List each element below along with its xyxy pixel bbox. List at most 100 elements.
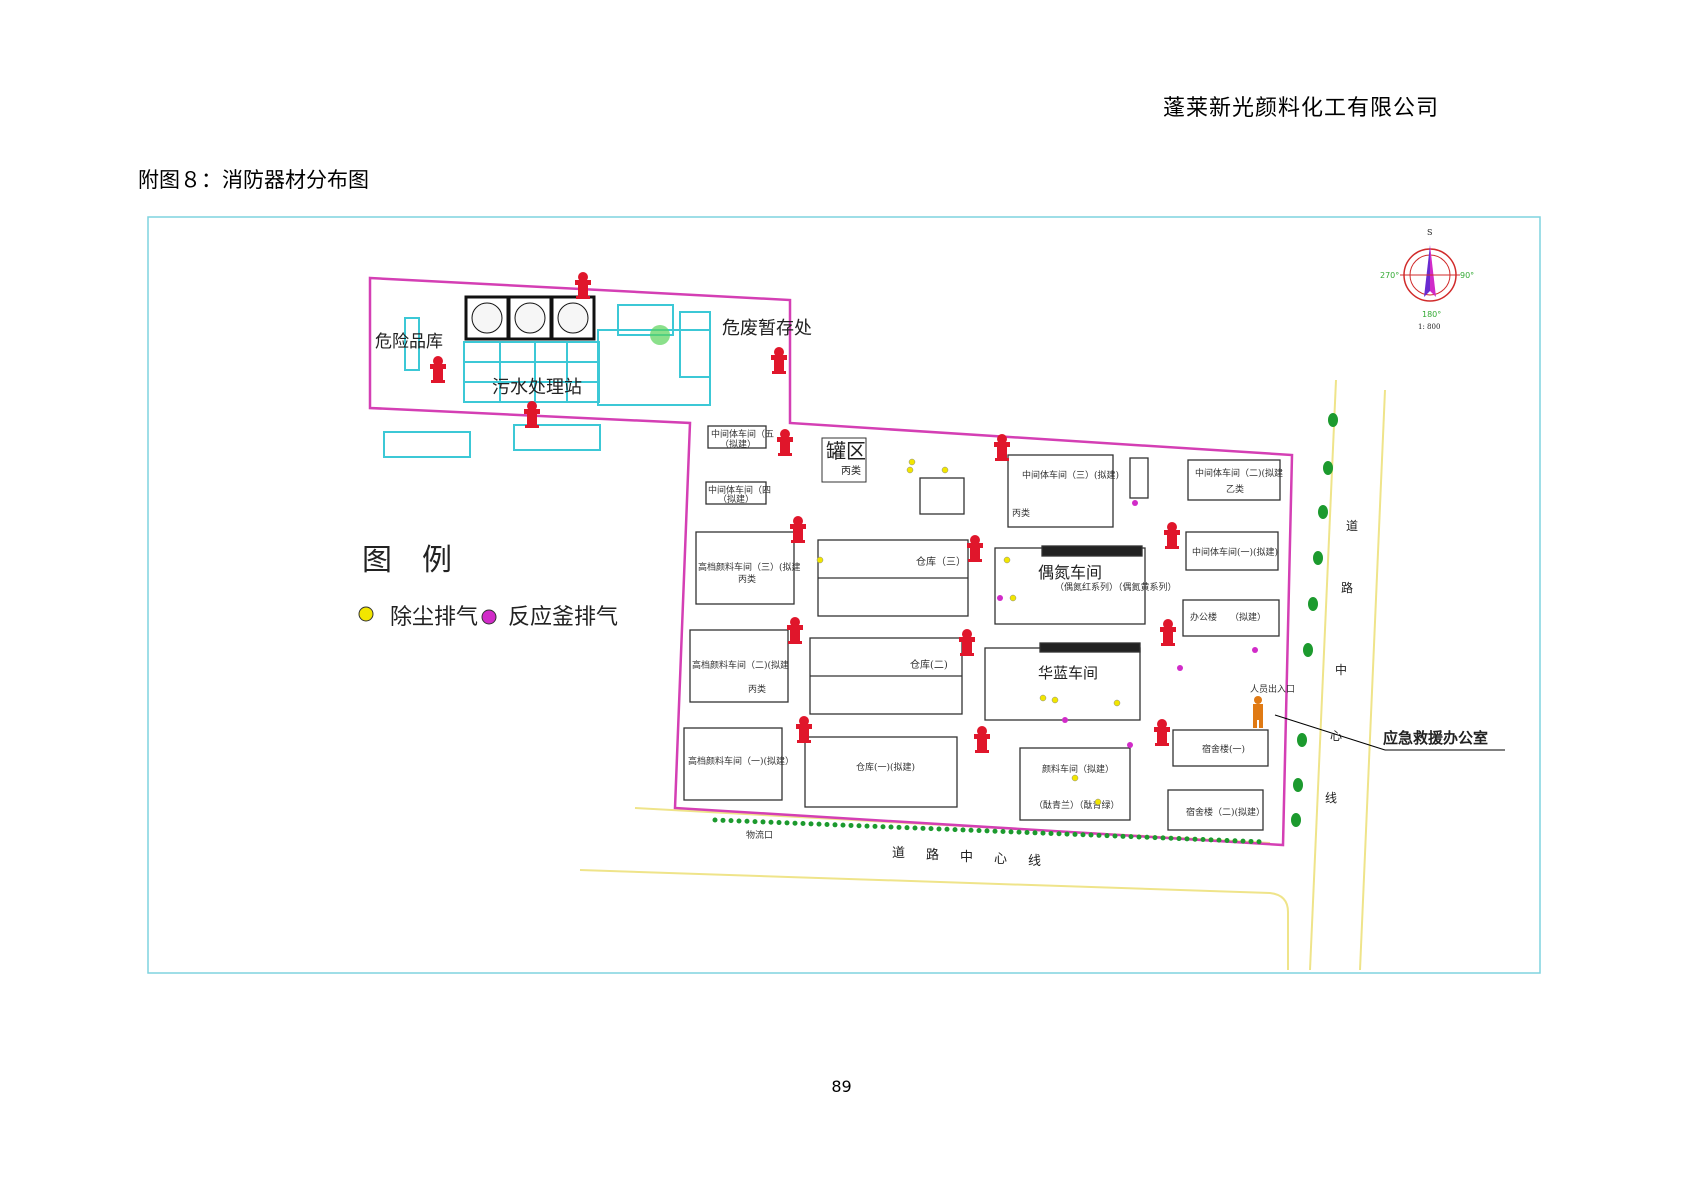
hedge-icon xyxy=(1040,830,1046,836)
hedge-icon xyxy=(816,821,822,827)
dust-exhaust-point xyxy=(1051,696,1059,704)
hedge-icon xyxy=(1016,829,1022,835)
label-mid-1: 中间体车间(一)(拟建) xyxy=(1192,546,1278,558)
legend-dust-swatch xyxy=(358,606,374,622)
label-mid-2: 中间体车间（二)(拟建 xyxy=(1195,467,1283,479)
hazardous-store-label: 危险品库 xyxy=(375,332,443,352)
building-dorm-2 xyxy=(1167,789,1264,831)
map-frame xyxy=(147,216,1541,974)
fire-hydrant-icon xyxy=(974,726,990,753)
legend-dust-label: 除尘排气 xyxy=(390,605,478,630)
hedge-icon xyxy=(1000,829,1006,835)
hedge-icon xyxy=(1208,837,1214,843)
dust-exhaust-point xyxy=(1039,694,1047,702)
sub-mid-4: （拟建） xyxy=(720,438,756,450)
hedge-icon xyxy=(888,824,894,830)
sub-mid-2: 乙类 xyxy=(1226,483,1244,495)
buildings xyxy=(683,425,1281,831)
hedge-icon xyxy=(776,820,782,826)
reactor-exhaust-point xyxy=(997,595,1003,601)
hedge-icon xyxy=(920,825,926,831)
road-char: 中 xyxy=(960,850,973,865)
hedge-icon xyxy=(824,821,830,827)
road-char: 中 xyxy=(1335,662,1347,677)
hedge-icon xyxy=(1024,829,1030,835)
fire-hydrant-icon xyxy=(1164,522,1180,549)
tree-icon xyxy=(1291,813,1301,827)
fire-hydrant-icon xyxy=(967,535,983,562)
dust-exhaust-point xyxy=(941,466,949,474)
reactor-exhaust-point xyxy=(1127,742,1133,748)
dust-exhaust-point xyxy=(1113,699,1121,707)
reactor-exhaust-point xyxy=(1252,647,1258,653)
hedge-icon xyxy=(1160,835,1166,841)
tree-icon xyxy=(1297,733,1307,747)
hedge-icon xyxy=(784,820,790,826)
green-zone xyxy=(650,325,670,345)
gate-labels: 物流口 人员出入口 xyxy=(746,683,1295,841)
label-dye: 颜料车间（拟建） xyxy=(1042,763,1114,775)
hedge-icon xyxy=(1184,836,1190,842)
label-pigment-2: 高档颜料车间（二)(拟建 xyxy=(692,659,789,671)
road-label-bottom: 道 路 中 心 线 xyxy=(892,846,1041,869)
road-char: 路 xyxy=(926,847,939,863)
reactor-exhaust-point xyxy=(1132,500,1138,506)
hedge-icon xyxy=(1168,835,1174,841)
hedge-icon xyxy=(1216,837,1222,843)
building-mid-5 xyxy=(705,481,767,505)
hedge-icon xyxy=(968,827,974,833)
sub-dye: （酞青兰）（酞青绿） xyxy=(1034,799,1120,811)
building-pigment-2 xyxy=(689,629,789,703)
fire-hydrant-icon xyxy=(575,272,591,299)
hedge-icon xyxy=(1032,830,1038,836)
hedge-icon xyxy=(976,828,982,834)
road-char: 路 xyxy=(1341,580,1353,595)
compass-e: 90° xyxy=(1460,271,1474,280)
hedge-icon xyxy=(984,828,990,834)
hedge-icon xyxy=(1128,834,1134,840)
reactor-exhaust-point xyxy=(1177,665,1183,671)
label-warehouse-1: 仓库(一)(拟建) xyxy=(856,761,915,773)
hedge-icon xyxy=(1048,830,1054,836)
tree-icon xyxy=(1328,413,1338,427)
dust-exhaust-point xyxy=(1071,774,1079,782)
hedge-icon xyxy=(936,826,942,832)
tank-area xyxy=(821,437,867,483)
hedge-icon xyxy=(1144,834,1150,840)
hedge-icon xyxy=(768,819,774,825)
dust-exhaust-points xyxy=(816,458,1121,806)
sub-office: （拟建） xyxy=(1230,611,1266,623)
hedge-icon xyxy=(1096,832,1102,838)
sub-mid-5: （拟建） xyxy=(718,493,754,505)
hedge-icon xyxy=(1240,838,1246,844)
dust-exhaust-point xyxy=(908,458,916,466)
compass-n: S xyxy=(1427,228,1432,237)
building-dye xyxy=(1019,747,1131,821)
hedge-icon xyxy=(792,820,798,826)
fire-hydrant-icon xyxy=(430,356,446,383)
fire-hydrant-icon xyxy=(771,347,787,374)
hedge-icon xyxy=(864,823,870,829)
page-number: 89 xyxy=(831,1077,852,1096)
logistics-gate-label: 物流口 xyxy=(746,829,773,841)
hedge-icon xyxy=(800,821,806,827)
reactor-exhaust-points xyxy=(997,500,1258,748)
building-labels: 中间体车间（五 （拟建） 中间体车间（四 （拟建） 中间体车间（三）(拟建) 丙… xyxy=(688,428,1283,818)
label-pigment-1: 高档颜料车间（一)(拟建） xyxy=(688,755,794,767)
hedge-icon xyxy=(1200,837,1206,843)
label-mid-5: 中间体车间（四 xyxy=(708,484,771,496)
label-dorm-1: 宿舍楼(一) xyxy=(1202,743,1245,755)
hedge-icon xyxy=(736,818,742,824)
road-char: 心 xyxy=(994,852,1007,867)
hedge-icon xyxy=(1088,832,1094,838)
building-warehouse-1 xyxy=(804,736,958,808)
label-warehouse-2: 仓库(二) xyxy=(910,658,948,671)
label-azo: 偶氮车间 xyxy=(1038,563,1102,582)
tree-icon xyxy=(1308,597,1318,611)
tree-icon xyxy=(1313,551,1323,565)
hedge-icon xyxy=(1224,837,1230,843)
tree-icon xyxy=(1303,643,1313,657)
hedge-icon xyxy=(1248,838,1254,844)
hedge-icon xyxy=(1080,832,1086,838)
